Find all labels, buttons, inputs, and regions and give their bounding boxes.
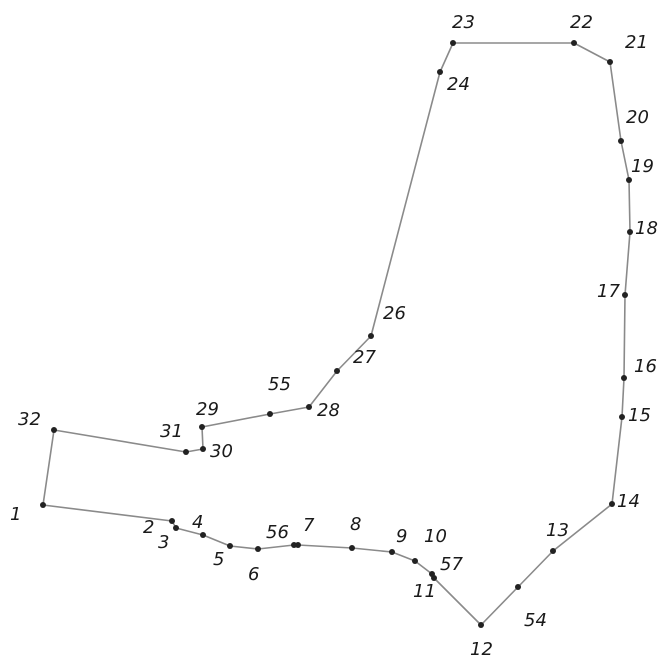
point-6-marker — [255, 546, 261, 552]
point-21-label: 21 — [625, 32, 648, 53]
point-10-marker — [412, 558, 418, 564]
point-20-label: 20 — [626, 107, 649, 128]
point-31-marker — [183, 449, 189, 455]
point-23-marker — [450, 40, 456, 46]
point-29-marker — [199, 424, 205, 430]
point-22-label: 22 — [570, 12, 593, 33]
point-7-label: 7 — [303, 515, 315, 536]
point-7-marker — [295, 542, 301, 548]
point-29-label: 29 — [196, 399, 219, 420]
point-3-label: 3 — [158, 532, 169, 553]
point-11-marker — [431, 575, 437, 581]
point-28-marker — [306, 404, 312, 410]
point-1-label: 1 — [10, 504, 21, 525]
point-8-marker — [349, 545, 355, 551]
point-27-marker — [334, 368, 340, 374]
point-26-label: 26 — [383, 303, 406, 324]
point-2-marker — [169, 518, 175, 524]
point-9-label: 9 — [396, 526, 407, 547]
point-4-marker — [200, 532, 206, 538]
point-3-marker — [173, 525, 179, 531]
point-14-label: 14 — [617, 491, 640, 512]
point-26-marker — [368, 333, 374, 339]
point-32-label: 32 — [18, 409, 41, 430]
point-23-label: 23 — [452, 12, 475, 33]
point-11-label: 11 — [413, 581, 436, 602]
point-13-marker — [550, 548, 556, 554]
point-14-marker — [609, 501, 615, 507]
point-5-label: 5 — [213, 549, 224, 570]
point-12-label: 12 — [470, 639, 493, 659]
point-16-marker — [621, 375, 627, 381]
point-1-marker — [40, 502, 46, 508]
point-4-label: 4 — [192, 512, 203, 533]
point-18-label: 18 — [635, 218, 658, 239]
point-31-label: 31 — [160, 421, 183, 442]
point-27-label: 27 — [353, 347, 376, 368]
point-19-marker — [626, 177, 632, 183]
point-10-label: 10 — [424, 526, 447, 547]
point-6-label: 6 — [248, 564, 259, 585]
point-20-marker — [618, 138, 624, 144]
point-15-marker — [619, 414, 625, 420]
point-30-marker — [200, 446, 206, 452]
outline-path — [42, 42, 631, 626]
point-15-label: 15 — [628, 405, 651, 426]
point-55-marker — [267, 411, 273, 417]
point-13-label: 13 — [546, 520, 569, 541]
point-12-marker — [478, 622, 484, 628]
point-5-marker — [227, 543, 233, 549]
point-54-label: 54 — [524, 610, 547, 631]
point-30-label: 30 — [210, 441, 233, 462]
point-56-label: 56 — [266, 522, 289, 543]
point-9-marker — [389, 549, 395, 555]
point-21-marker — [607, 59, 613, 65]
point-32-marker — [51, 427, 57, 433]
point-17-label: 17 — [597, 281, 620, 302]
point-24-label: 24 — [447, 74, 470, 95]
points-layer — [40, 40, 633, 628]
point-18-marker — [627, 229, 633, 235]
point-16-label: 16 — [634, 356, 657, 377]
point-8-label: 8 — [350, 514, 361, 535]
point-24-marker — [437, 69, 443, 75]
point-54-marker — [515, 584, 521, 590]
point-22-marker — [571, 40, 577, 46]
point-2-label: 2 — [143, 517, 154, 538]
point-19-label: 19 — [631, 156, 654, 177]
point-17-marker — [622, 292, 628, 298]
point-55-label: 55 — [268, 374, 291, 395]
point-57-label: 57 — [440, 554, 463, 575]
point-28-label: 28 — [317, 400, 340, 421]
